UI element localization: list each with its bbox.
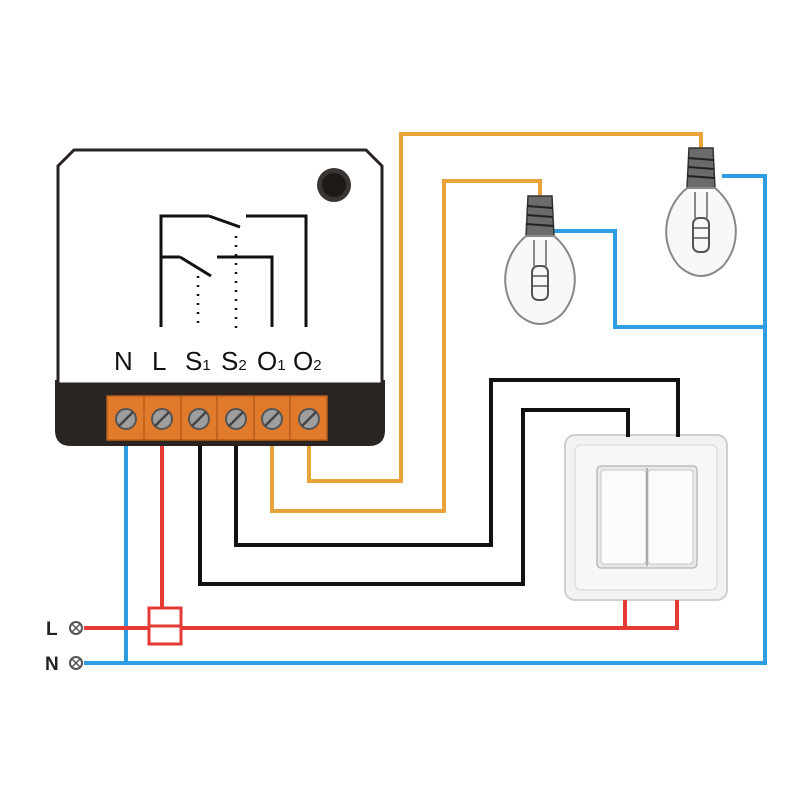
screw-terminal-icon [143,396,291,440]
light-bulb-icon [504,195,576,325]
terminal-label-s1: S1 [185,346,211,376]
live-line [84,600,679,630]
double-rocker-switch-icon [564,434,728,601]
terminal-label-n: N [114,346,133,376]
terminal-labels: N L S1 S2 O1 O2 [114,346,322,376]
bulb-2 [665,147,737,277]
terminal-label-o1: O1 [257,346,286,376]
terminal-screw-l [151,408,173,430]
switch-wires [198,378,680,586]
terminal-label-s2: S2 [221,346,247,376]
terminal-screw-o2 [298,408,320,430]
mains-neutral-terminal: N [45,654,83,675]
live-wires [84,430,679,630]
reset-button-icon [317,168,351,202]
neutral-label: N [45,654,59,675]
terminal-label-o2: O2 [293,346,322,376]
bulb-1 [504,195,576,325]
switch-wire-s2 [234,378,680,547]
fuse-icon [147,606,183,646]
neutral-wire-module [124,174,767,665]
terminal-screw-o1 [261,408,283,430]
light-bulb-icon [665,147,737,277]
terminal-label-l: L [152,346,166,376]
output-wires [270,132,703,513]
terminal-screw-n [115,408,137,430]
terminal-screw-s2 [225,408,247,430]
terminal-screw-s1 [188,408,210,430]
switch-wire-s1 [198,408,630,586]
live-label: L [46,619,58,640]
relay-contacts-icon [159,214,308,330]
relay-module: N L S1 S2 O1 O2 [55,148,385,446]
neutral-wire-bulb-1 [552,229,765,329]
terminal-block [106,395,328,441]
output-wire-o2 [307,132,703,483]
mains-live-terminal: L [46,619,83,640]
neutral-wires [84,174,767,665]
output-wire-o1 [270,179,542,513]
